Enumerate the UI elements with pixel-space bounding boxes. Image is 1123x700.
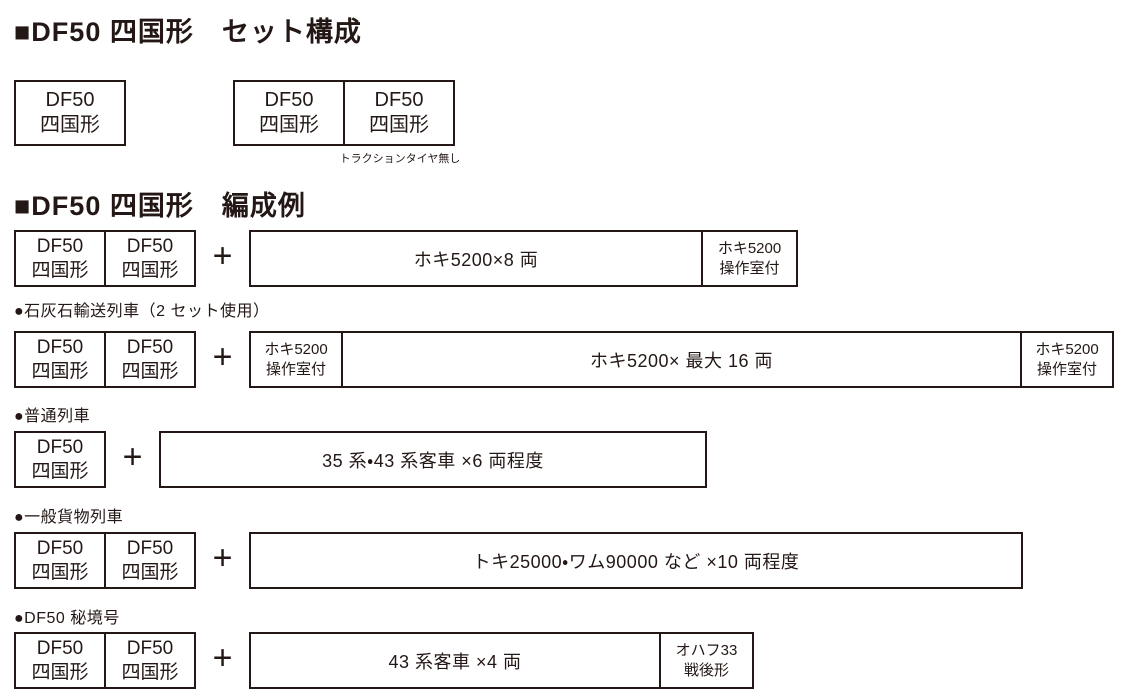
loco-box: DF50 四国形	[14, 532, 106, 589]
formation-row-limestone-16: DF50 四国形 DF50 四国形 + ホキ5200 操作室付 ホキ5200× …	[14, 331, 1114, 388]
loco-line1: DF50	[36, 436, 84, 458]
car-line1: ホキ5200	[717, 240, 782, 257]
loco-group: DF50 四国形 DF50 四国形	[14, 632, 196, 689]
loco-box: DF50 四国形	[104, 230, 196, 287]
car-box: 35 系・43 系客車 ×6 両程度	[159, 431, 707, 488]
car-group: ホキ5200 操作室付 ホキ5200× 最大 16 両 ホキ5200 操作室付	[249, 331, 1114, 388]
loco-box: DF50 四国形	[14, 632, 106, 689]
set-box-pair-left: DF50 四国形	[233, 80, 345, 146]
loco-box: DF50 四国形	[14, 230, 106, 287]
loco-line1: DF50	[36, 336, 84, 358]
formation-row-limestone-8: DF50 四国形 DF50 四国形 + ホキ5200×8 両 ホキ5200 操作…	[14, 230, 798, 287]
set-box-line2: 四国形	[40, 114, 100, 136]
set-box-line1: DF50	[374, 89, 424, 111]
plus-sign: +	[212, 639, 233, 677]
car-label: トキ25000・ワム90000 など ×10 両程度	[472, 551, 800, 572]
formation-row-freight: DF50 四国形 DF50 四国形 + トキ25000・ワム90000 など ×…	[14, 532, 1023, 589]
loco-line2: 四国形	[31, 561, 89, 583]
formation-row-ordinary: DF50 四国形 + 35 系・43 系客車 ×6 両程度	[14, 431, 707, 488]
car-line1: オハフ33	[675, 642, 738, 659]
loco-line1: DF50	[36, 637, 84, 659]
car-box: トキ25000・ワム90000 など ×10 両程度	[249, 532, 1023, 589]
loco-group: DF50 四国形 DF50 四国形	[14, 331, 196, 388]
set-box-pair: DF50 四国形 DF50 四国形	[233, 80, 455, 146]
car-line2: 操作室付	[719, 259, 780, 277]
car-box: ホキ5200 操作室付	[249, 331, 343, 388]
formation-row-hikyou: DF50 四国形 DF50 四国形 + 43 系客車 ×4 両 オハフ33 戦後…	[14, 632, 754, 689]
loco-line2: 四国形	[31, 360, 89, 382]
set-box-line1: DF50	[264, 89, 314, 111]
loco-line2: 四国形	[121, 259, 179, 281]
loco-line2: 四国形	[31, 460, 89, 482]
loco-line2: 四国形	[121, 561, 179, 583]
loco-line1: DF50	[126, 235, 174, 257]
plus-sign: +	[122, 438, 143, 476]
loco-group: DF50 四国形 DF50 四国形	[14, 532, 196, 589]
plus-sign: +	[212, 338, 233, 376]
row-label-hikyou: ●DF50 秘境号	[14, 610, 120, 627]
set-structure-title: ■DF50 四国形 セット構成	[14, 17, 362, 47]
car-label: ホキ5200× 最大 16 両	[589, 350, 774, 371]
loco-box: DF50 四国形	[104, 331, 196, 388]
car-box: ホキ5200×8 両	[249, 230, 703, 287]
loco-line2: 四国形	[121, 661, 179, 683]
loco-line1: DF50	[126, 336, 174, 358]
car-box: オハフ33 戦後形	[659, 632, 754, 689]
car-line1: ホキ5200	[1035, 341, 1099, 358]
loco-group: DF50 四国形 DF50 四国形	[14, 230, 196, 287]
row-label-limestone: ●石灰石輸送列車（2 セット使用）	[14, 303, 270, 320]
loco-line1: DF50	[36, 537, 84, 559]
loco-box: DF50 四国形	[14, 431, 106, 488]
plus-sign: +	[212, 539, 233, 577]
car-line2: 操作室付	[1036, 360, 1097, 378]
no-traction-tire-note: トラクションタイヤ無し	[339, 153, 461, 165]
loco-box: DF50 四国形	[104, 632, 196, 689]
loco-box: DF50 四国形	[14, 331, 106, 388]
car-box: ホキ5200× 最大 16 両	[341, 331, 1022, 388]
loco-group: DF50 四国形	[14, 431, 106, 488]
loco-line1: DF50	[126, 537, 174, 559]
loco-line1: DF50	[126, 637, 174, 659]
car-group: 35 系・43 系客車 ×6 両程度	[159, 431, 707, 488]
row-label-freight: ●一般貨物列車	[14, 509, 124, 526]
car-label: 43 系客車 ×4 両	[388, 651, 522, 672]
car-group: ホキ5200×8 両 ホキ5200 操作室付	[249, 230, 798, 287]
car-box: ホキ5200 操作室付	[1020, 331, 1114, 388]
loco-line2: 四国形	[31, 259, 89, 281]
formation-examples-title: ■DF50 四国形 編成例	[14, 191, 306, 221]
car-box: 43 系客車 ×4 両	[249, 632, 661, 689]
car-label: ホキ5200×8 両	[413, 249, 539, 270]
loco-line2: 四国形	[121, 360, 179, 382]
loco-box: DF50 四国形	[104, 532, 196, 589]
car-label: 35 系・43 系客車 ×6 両程度	[322, 450, 544, 471]
set-box-pair-right: DF50 四国形	[343, 80, 455, 146]
car-line2: 戦後形	[683, 661, 729, 679]
loco-line1: DF50	[36, 235, 84, 257]
car-line2: 操作室付	[265, 360, 326, 378]
set-box-single: DF50 四国形	[14, 80, 126, 146]
set-box-line2: 四国形	[369, 114, 429, 136]
car-box: ホキ5200 操作室付	[701, 230, 798, 287]
set-box-line2: 四国形	[259, 114, 319, 136]
car-group: 43 系客車 ×4 両 オハフ33 戦後形	[249, 632, 754, 689]
car-line1: ホキ5200	[264, 341, 328, 358]
row-label-ordinary: ●普通列車	[14, 408, 91, 425]
set-box-line1: DF50	[45, 89, 95, 111]
plus-sign: +	[212, 237, 233, 275]
loco-line2: 四国形	[31, 661, 89, 683]
car-group: トキ25000・ワム90000 など ×10 両程度	[249, 532, 1023, 589]
